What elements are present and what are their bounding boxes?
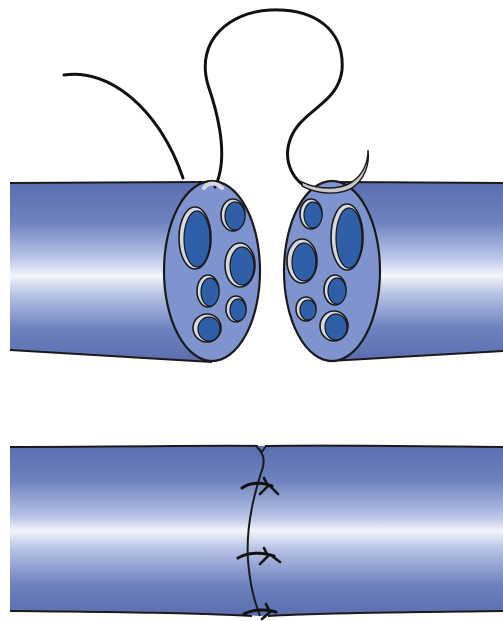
fascicle: [230, 247, 254, 285]
fascicle: [328, 278, 346, 304]
fascicle: [198, 317, 220, 341]
repaired-nerve-body: [10, 446, 503, 616]
proximal-stump: [10, 181, 260, 362]
fascicle: [230, 299, 246, 321]
fascicle: [201, 278, 219, 306]
suture-with-needle: [64, 10, 368, 193]
suture-loop: [205, 10, 342, 187]
fascicle: [225, 202, 245, 230]
suture-tail: [64, 74, 183, 178]
distal-stump: [284, 181, 503, 361]
fascicle: [184, 211, 210, 267]
fascicle: [325, 314, 347, 340]
fascicle: [292, 243, 316, 281]
fascicle: [336, 208, 362, 268]
repaired-nerve: [10, 446, 503, 619]
coapted-nerve: [10, 446, 503, 616]
fascicle: [304, 202, 322, 228]
fascicle: [300, 300, 316, 320]
separated-stumps: [10, 10, 503, 362]
